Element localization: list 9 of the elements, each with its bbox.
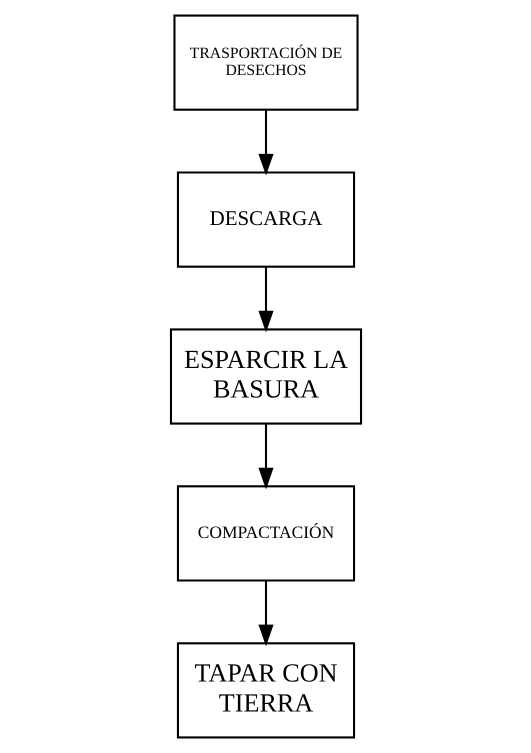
node-box: ESPARCIR LA BASURA	[169, 328, 362, 425]
node-box: TRASPORTACIÓN DE DESECHOS	[172, 14, 358, 111]
arrow	[258, 110, 274, 176]
arrow	[258, 267, 274, 332]
node-box: COMPACTACIÓN	[176, 485, 355, 582]
arrow	[258, 424, 274, 490]
arrow	[258, 581, 274, 646]
node-box: DESCARGA	[176, 171, 355, 268]
node-box: TAPAR CON TIERRA	[176, 642, 355, 738]
